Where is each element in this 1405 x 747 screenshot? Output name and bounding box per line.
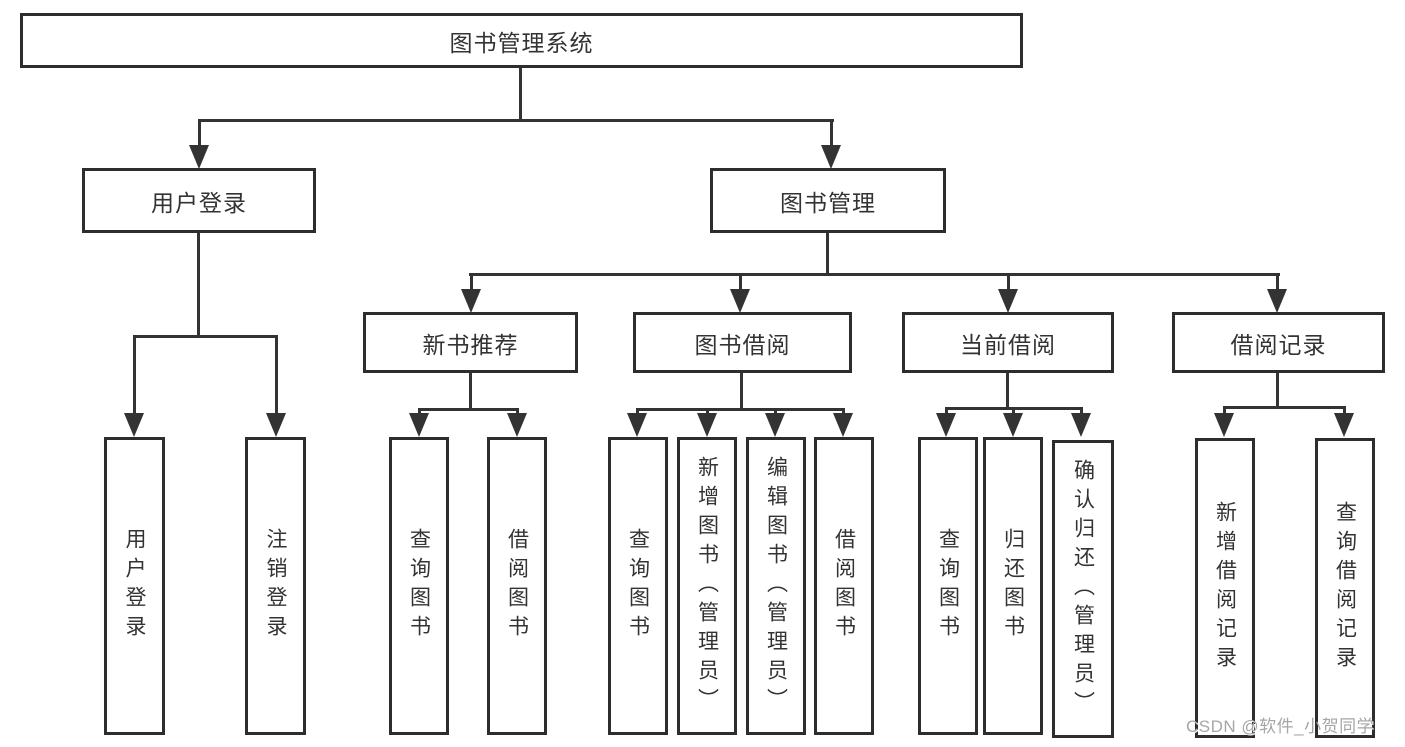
- leaf-bb-query-books: 查询图书: [608, 437, 668, 735]
- arrowhead-down-icon: [507, 413, 527, 437]
- connector-line: [706, 408, 709, 417]
- connector-line: [636, 408, 845, 411]
- connector-line: [1223, 406, 1226, 417]
- arrowhead-down-icon: [627, 413, 647, 437]
- arrowhead-down-icon: [1214, 413, 1234, 437]
- connector-line: [469, 373, 472, 411]
- connector-line: [1276, 273, 1279, 293]
- arrowhead-down-icon: [189, 145, 209, 169]
- leaf-br-add-record: 新增借阅记录: [1195, 438, 1255, 738]
- leaf-cb-return-books: 归还图书: [983, 437, 1043, 735]
- connector-line: [516, 408, 519, 417]
- arrowhead-down-icon: [266, 413, 286, 437]
- leaf-bb-add-books: 新增图书（管理员）: [677, 437, 737, 735]
- connector-line: [418, 408, 519, 411]
- connector-line: [1080, 407, 1083, 417]
- connector-line: [774, 408, 777, 417]
- arrowhead-down-icon: [124, 413, 144, 437]
- arrowhead-down-icon: [998, 289, 1018, 313]
- arrowhead-down-icon: [1003, 413, 1023, 437]
- leaf-logout-login: 注销登录: [245, 437, 306, 735]
- connector-line: [1223, 406, 1346, 409]
- connector-line: [133, 335, 278, 338]
- connector-line: [1276, 373, 1279, 409]
- arrowhead-down-icon: [730, 289, 750, 313]
- leaf-bb-borrow-books: 借阅图书: [814, 437, 874, 735]
- leaf-rec-query-books: 查询图书: [389, 437, 449, 735]
- leaf-bb-edit-books: 编辑图书（管理员）: [746, 437, 806, 735]
- arrowhead-down-icon: [765, 413, 785, 437]
- node-new-book-recommend: 新书推荐: [363, 312, 578, 373]
- arrowhead-down-icon: [1071, 413, 1091, 437]
- arrowhead-down-icon: [833, 413, 853, 437]
- connector-line: [275, 335, 278, 417]
- connector-line: [945, 407, 948, 417]
- arrowhead-down-icon: [697, 413, 717, 437]
- connector-line: [133, 335, 136, 417]
- arrowhead-down-icon: [1267, 289, 1287, 313]
- connector-line: [1012, 407, 1015, 417]
- leaf-cb-query-books: 查询图书: [918, 437, 978, 735]
- csdn-watermark: CSDN @软件_小贺同学: [1186, 717, 1375, 736]
- node-borrowing-records: 借阅记录: [1172, 312, 1385, 373]
- connector-line: [842, 408, 845, 417]
- connector-line: [1343, 406, 1346, 417]
- connector-line: [519, 68, 522, 122]
- connector-line: [197, 233, 200, 337]
- arrowhead-down-icon: [461, 289, 481, 313]
- connector-line: [1007, 273, 1010, 293]
- node-root: 图书管理系统: [20, 13, 1023, 68]
- leaf-br-query-record: 查询借阅记录: [1315, 438, 1375, 738]
- connector-line: [740, 373, 743, 411]
- node-book-borrowing: 图书借阅: [633, 312, 852, 373]
- connector-line: [418, 408, 421, 417]
- connector-line: [739, 273, 742, 293]
- arrowhead-down-icon: [409, 413, 429, 437]
- node-book-management: 图书管理: [710, 168, 946, 233]
- connector-line: [826, 233, 829, 275]
- leaf-rec-borrow-books: 借阅图书: [487, 437, 547, 735]
- connector-line: [1006, 373, 1009, 410]
- leaf-cb-confirm-return: 确认归还（管理员）: [1052, 440, 1114, 738]
- connector-line: [469, 273, 1280, 276]
- arrowhead-down-icon: [1334, 413, 1354, 437]
- connector-line: [470, 273, 473, 293]
- leaf-user-login: 用户登录: [104, 437, 165, 735]
- arrowhead-down-icon: [936, 413, 956, 437]
- connector-line: [830, 119, 833, 149]
- node-user-login: 用户登录: [82, 168, 316, 233]
- node-current-borrowing: 当前借阅: [902, 312, 1114, 373]
- connector-line: [636, 408, 639, 417]
- arrowhead-down-icon: [821, 145, 841, 169]
- connector-line: [198, 119, 201, 149]
- connector-line: [198, 119, 834, 122]
